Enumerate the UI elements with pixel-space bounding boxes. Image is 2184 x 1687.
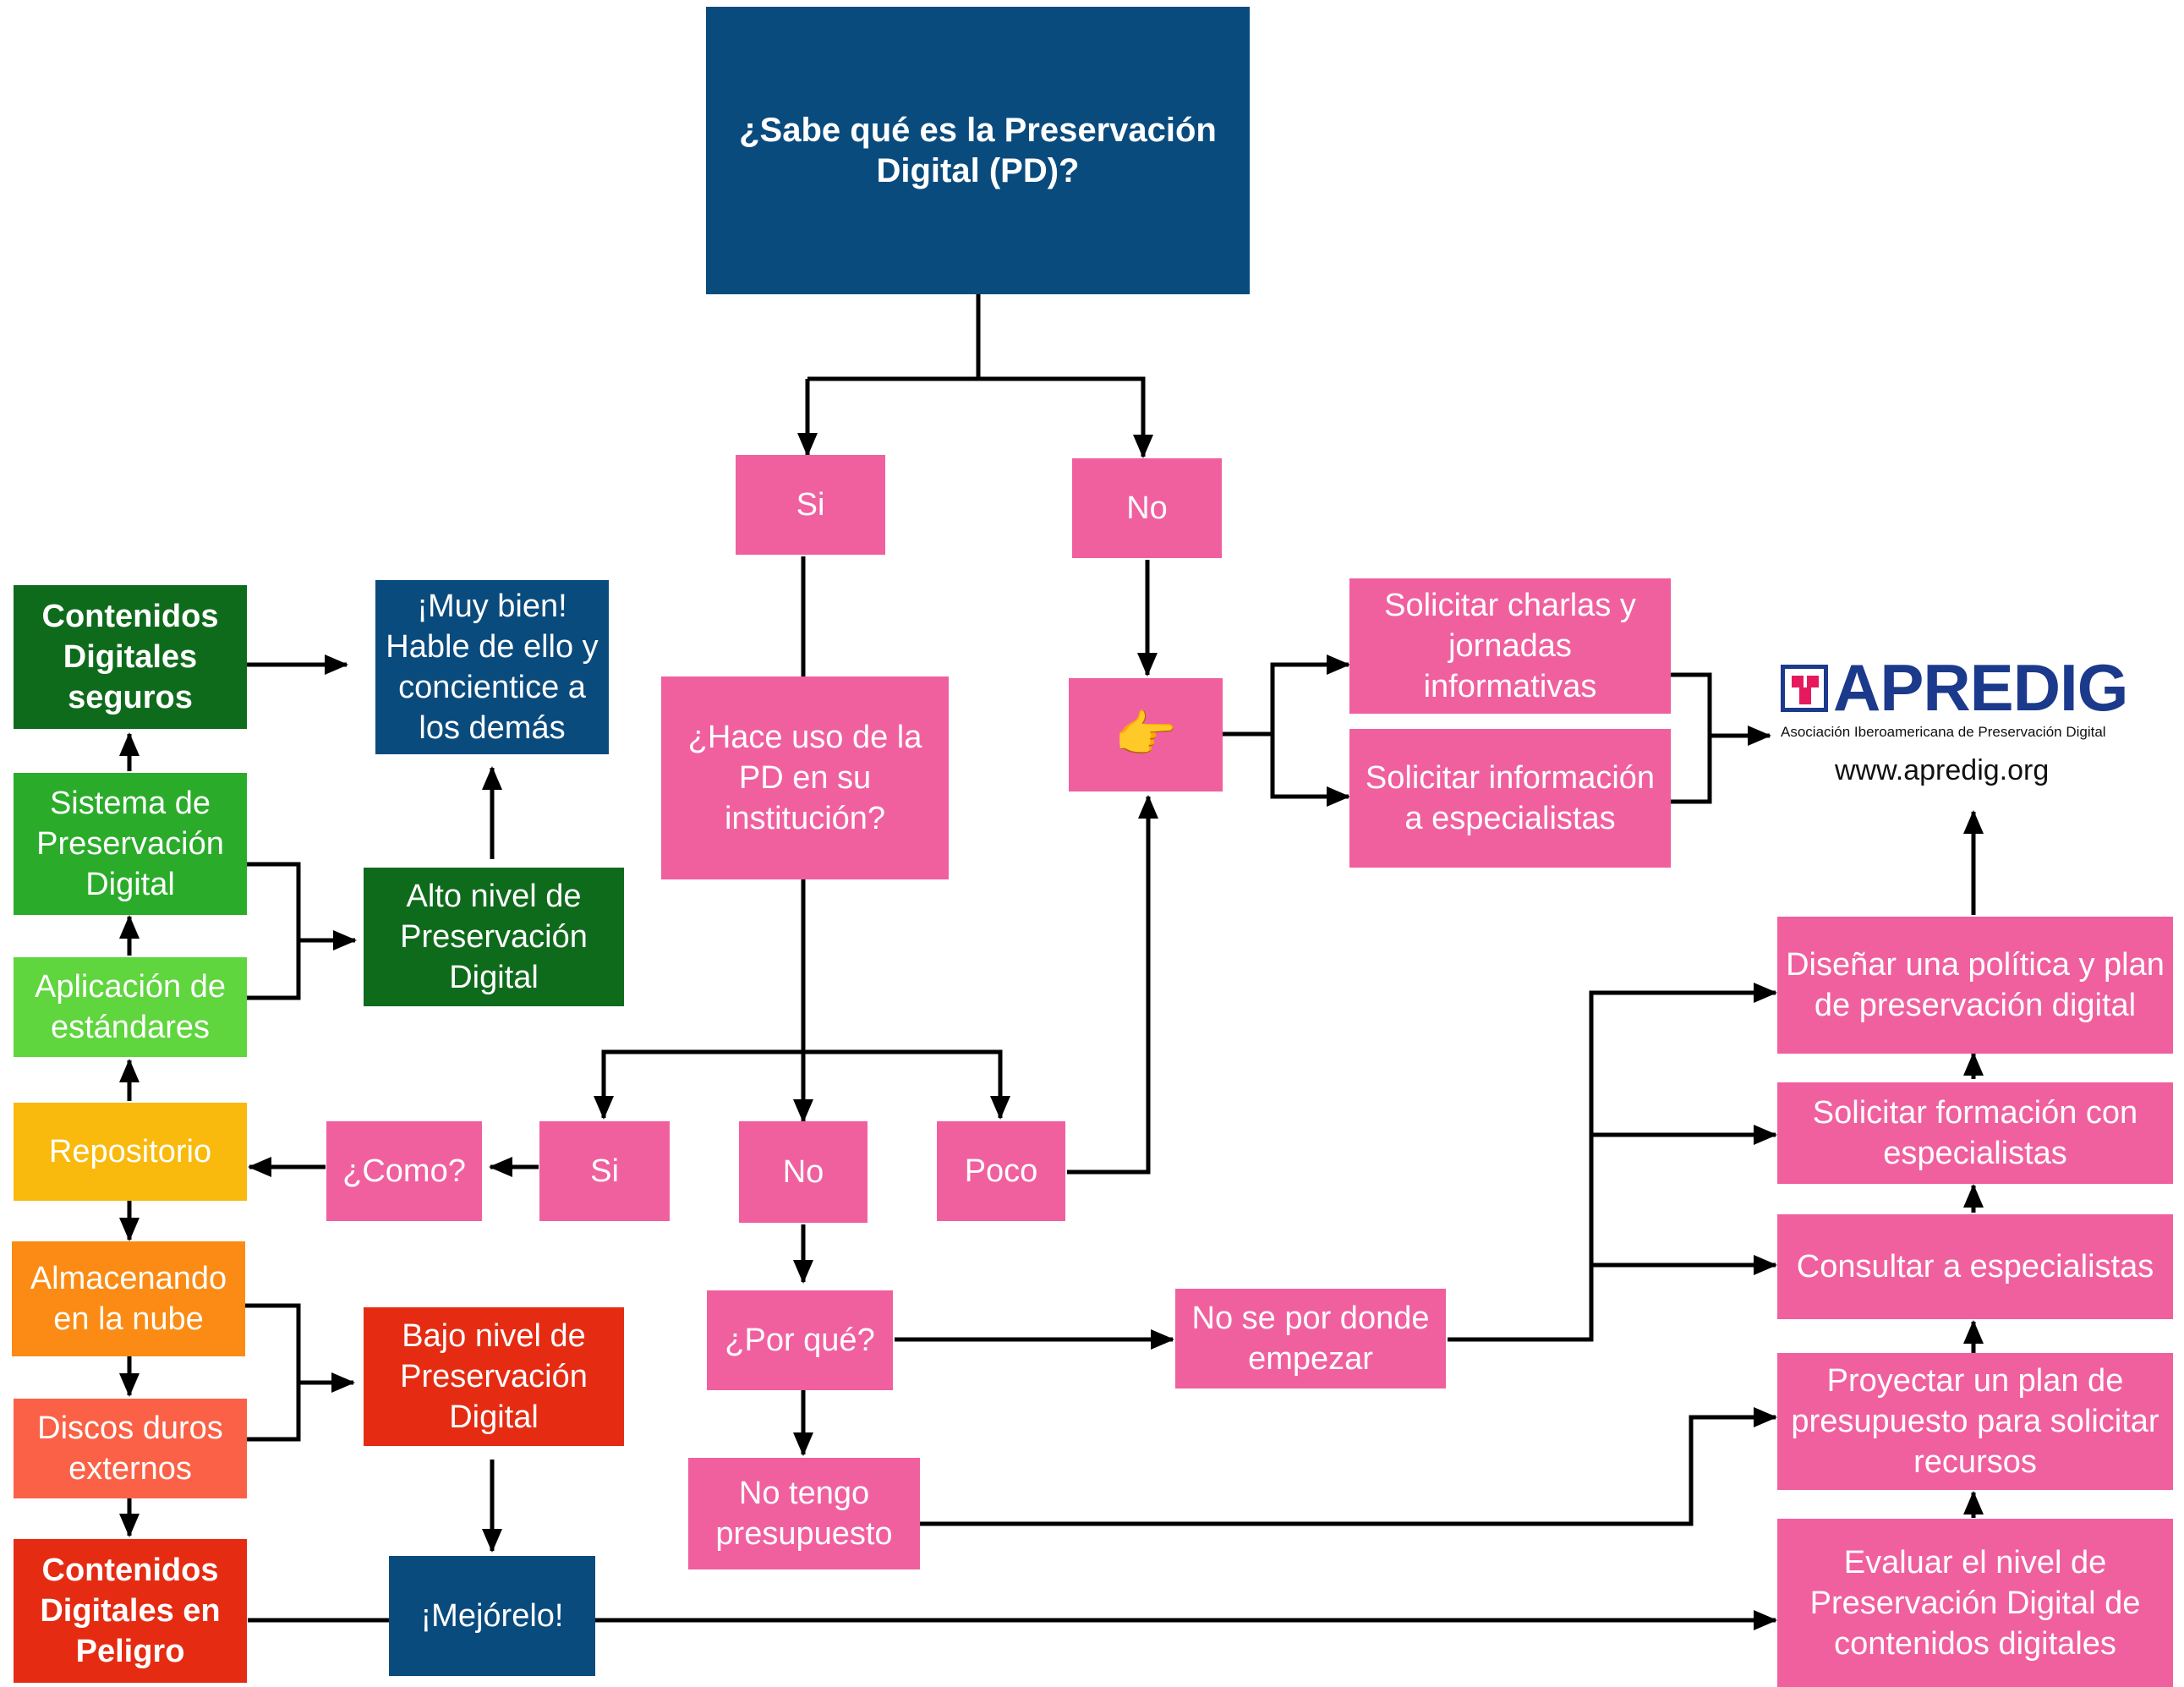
edge-root-to-no — [978, 376, 1153, 458]
edge-split-to-poco — [803, 1049, 1010, 1120]
discos-duros: Discos duros externos — [14, 1399, 247, 1498]
reason-no-se-text: No se por donde empezar — [1191, 1301, 1430, 1377]
question-hace-uso-text: ¿Hace uso de la PD en su institución? — [687, 720, 922, 836]
contenidos-peligro-text: Contenidos Digitales en Peligro — [40, 1553, 221, 1669]
answer-poco-text: Poco — [964, 1153, 1038, 1189]
answer-si-mid-text: Si — [590, 1153, 619, 1189]
question-como-text: ¿Como? — [342, 1153, 466, 1189]
apredig-name: APREDIG — [1833, 650, 2128, 725]
step-formacion-text: Solicitar formación con especialistas — [1812, 1095, 2138, 1171]
repositorio: Repositorio — [14, 1103, 247, 1201]
mejorelo: ¡Mejórelo! — [389, 1556, 595, 1676]
question-como: ¿Como? — [326, 1121, 482, 1221]
action-info-especialistas: Solicitar información a especialistas — [1349, 729, 1671, 868]
mejorelo-text: ¡Mejórelo! — [420, 1598, 564, 1634]
action-charlas-text: Solicitar charlas y jornadas informativa… — [1384, 588, 1636, 704]
answer-si-mid: Si — [539, 1121, 670, 1221]
answer-si-top: Si — [736, 455, 885, 555]
step-consultar-text: Consultar a especialistas — [1796, 1249, 2154, 1284]
step-proyectar: Proyectar un plan de presupuesto para so… — [1777, 1353, 2173, 1490]
contenidos-seguros-text: Contenidos Digitales seguros — [41, 599, 219, 715]
answer-si-top-text: Si — [796, 487, 825, 523]
step-consultar: Consultar a especialistas — [1777, 1214, 2173, 1319]
bajo-nivel: Bajo nivel de Preservación Digital — [364, 1307, 624, 1446]
question-hace-uso: ¿Hace uso de la PD en su institución? — [661, 676, 949, 879]
aplicacion-estandares: Aplicación de estándares — [14, 957, 247, 1057]
alto-nivel: Alto nivel de Preservación Digital — [364, 868, 624, 1006]
edge-bracket-to-alto — [247, 862, 301, 1000]
apredig-emblem-icon — [1781, 665, 1828, 712]
alto-nivel-text: Alto nivel de Preservación Digital — [400, 879, 588, 995]
muy-bien-text: ¡Muy bien! Hable de ello y concientice a… — [386, 589, 599, 746]
muy-bien: ¡Muy bien! Hable de ello y concientice a… — [375, 580, 609, 754]
almacenando-nube: Almacenando en la nube — [12, 1241, 245, 1356]
edge-pointer-to-charlas — [1222, 655, 1350, 737]
contenidos-peligro: Contenidos Digitales en Peligro — [14, 1539, 247, 1683]
action-charlas: Solicitar charlas y jornadas informativa… — [1349, 578, 1671, 714]
aplicacion-estandares-text: Aplicación de estándares — [34, 969, 227, 1045]
answer-poco: Poco — [937, 1121, 1065, 1221]
pointing-hand-icon: 👉 — [1114, 706, 1178, 763]
step-disenar-text: Diseñar una política y plan de preservac… — [1786, 947, 2165, 1023]
edge-poco-to-pointer — [1067, 795, 1158, 1175]
answer-no-top-text: No — [1126, 490, 1168, 526]
reason-no-se: No se por donde empezar — [1175, 1289, 1446, 1388]
root-question: ¿Sabe qué es la Preservación Digital (PD… — [706, 7, 1250, 294]
step-evaluar-text: Evaluar el nivel de Preservación Digital… — [1809, 1544, 2141, 1662]
pointer-box: 👉 — [1069, 678, 1223, 791]
edge-charlas-to-logo — [1670, 672, 1712, 804]
apredig-subtitle: Asociación Iberoamericana de Preservació… — [1781, 724, 2106, 740]
edge-root-split — [807, 294, 981, 455]
edge-nose-to-right — [1448, 983, 1777, 1342]
action-info-especialistas-text: Solicitar información a especialistas — [1365, 760, 1656, 836]
reason-no-tengo-text: No tengo presupuesto — [715, 1476, 893, 1552]
answer-no-mid-text: No — [782, 1154, 824, 1190]
almacenando-nube-text: Almacenando en la nube — [30, 1261, 227, 1337]
edge-bracket-to-bajo — [245, 1303, 301, 1442]
edge-notengo-to-proyectar — [920, 1407, 1777, 1526]
contenidos-seguros: Contenidos Digitales seguros — [14, 585, 247, 729]
apredig-logo: APREDIG Asociación Iberoamericana de Pre… — [1781, 650, 2166, 798]
question-porque-text: ¿Por qué? — [725, 1323, 875, 1358]
reason-no-tengo: No tengo presupuesto — [688, 1458, 920, 1569]
step-proyectar-text: Proyectar un plan de presupuesto para so… — [1791, 1363, 2159, 1480]
repositorio-text: Repositorio — [48, 1134, 212, 1169]
apredig-url[interactable]: www.apredig.org — [1835, 754, 2050, 786]
step-disenar: Diseñar una política y plan de preservac… — [1777, 917, 2173, 1054]
step-formacion: Solicitar formación con especialistas — [1777, 1082, 2173, 1184]
edge-pointer-to-info — [1270, 734, 1350, 807]
sistema-preservacion: Sistema de Preservación Digital — [14, 773, 247, 915]
root-question-text: ¿Sabe qué es la Preservación Digital (PD… — [739, 112, 1217, 189]
answer-no-mid: No — [739, 1121, 868, 1223]
question-porque: ¿Por qué? — [707, 1290, 893, 1390]
edge-split-to-si — [594, 1049, 803, 1120]
bajo-nivel-text: Bajo nivel de Preservación Digital — [400, 1318, 588, 1435]
answer-no-top: No — [1072, 458, 1222, 558]
discos-duros-text: Discos duros externos — [37, 1410, 223, 1487]
sistema-preservacion-text: Sistema de Preservación Digital — [36, 786, 224, 902]
step-evaluar: Evaluar el nivel de Preservación Digital… — [1777, 1519, 2173, 1687]
